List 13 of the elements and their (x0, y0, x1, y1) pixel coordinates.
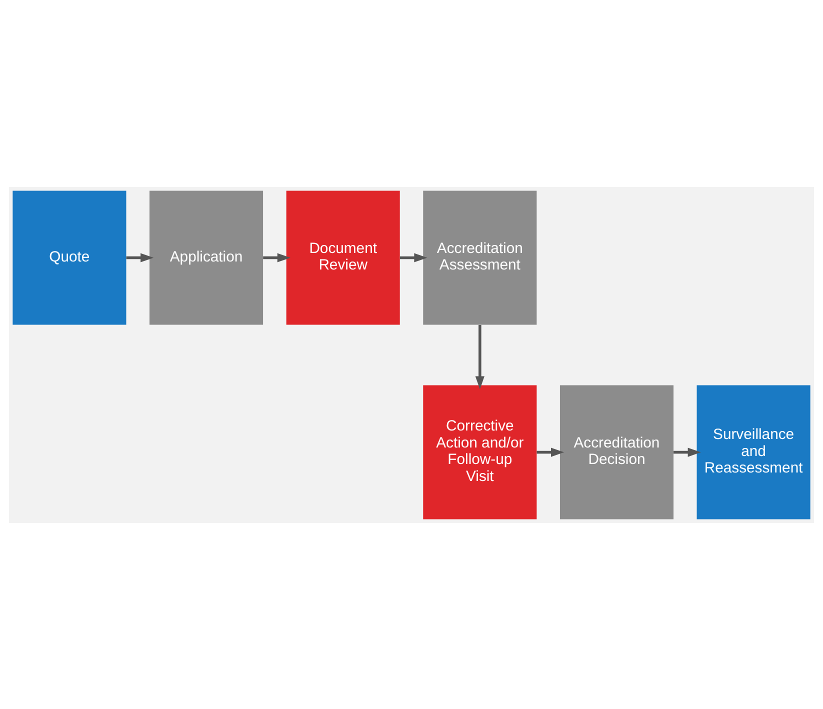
node-box: Corrective Action and/or Follow-up Visit (423, 384, 537, 519)
arrow (263, 252, 290, 262)
arrow (674, 447, 701, 456)
arrow (536, 447, 564, 456)
node-box: Quote (12, 190, 126, 324)
node-box: Accreditation Assessment (423, 190, 537, 324)
arrow (126, 252, 154, 262)
arrow (475, 324, 484, 389)
node-box: Surveillance and Reassessment (696, 384, 810, 519)
node-box: Accreditation Decision (560, 384, 674, 519)
arrow (400, 252, 428, 262)
node-box: Document Review (286, 190, 400, 324)
node-box: Application (150, 190, 264, 324)
